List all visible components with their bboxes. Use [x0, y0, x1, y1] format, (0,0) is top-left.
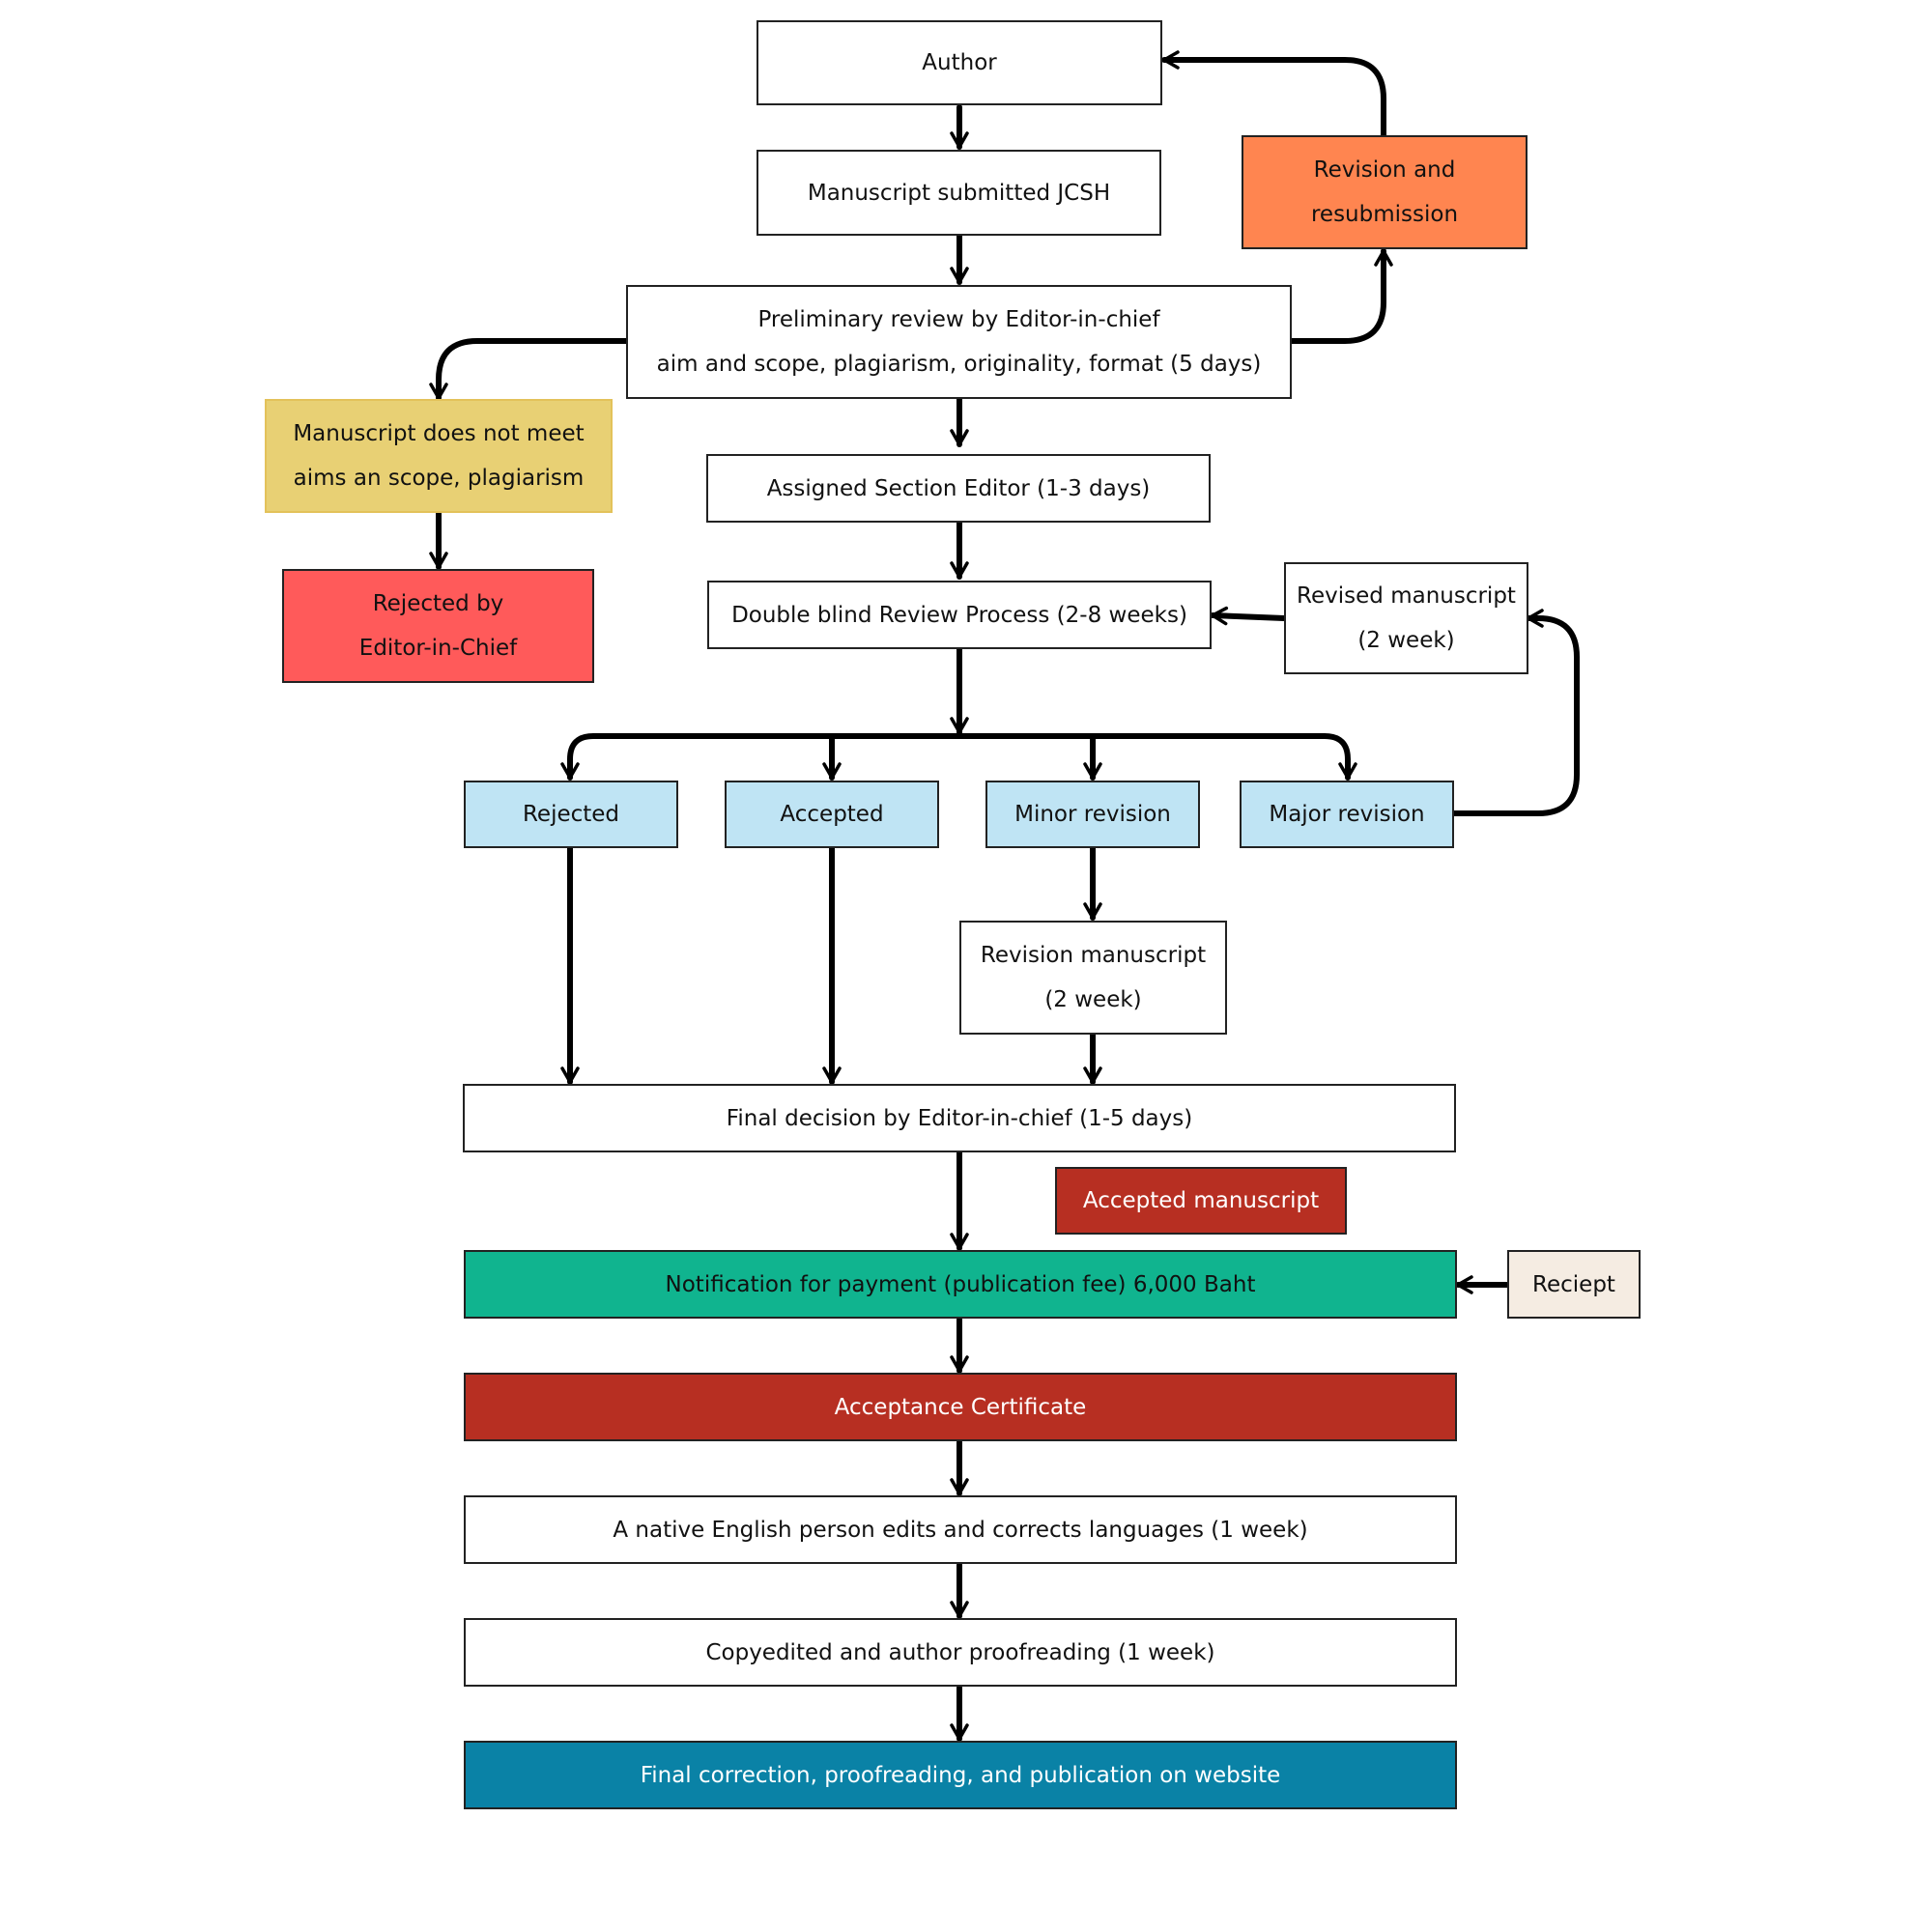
minor-revision-box: Minor revision: [985, 781, 1200, 848]
copyedited-proofreading-box: Copyedited and author proofreading (1 we…: [464, 1618, 1457, 1687]
rejected-by-editor-box: Rejected by Editor-in-Chief: [282, 569, 594, 683]
arrow-major-to-revised: [1451, 609, 1580, 816]
accepted-manuscript-box: Accepted manuscript: [1055, 1167, 1347, 1235]
arrow-preliminary-to-does-not-meet: [429, 338, 629, 401]
major-revision-box: Major revision: [1240, 781, 1454, 848]
revised-manuscript-box: Revised manuscript (2 week): [1284, 562, 1528, 674]
revision-resubmission-box: Revision and resubmission: [1242, 135, 1528, 249]
acceptance-certificate-box: Acceptance Certificate: [464, 1373, 1457, 1441]
revision-manuscript-box: Revision manuscript (2 week): [959, 921, 1227, 1035]
final-decision-box: Final decision by Editor-in-chief (1-5 d…: [463, 1084, 1456, 1152]
arrow-split-to-major: [956, 733, 1357, 781]
arrow-revised-to-double-blind: [1210, 606, 1287, 626]
manuscript-submitted-box: Manuscript submitted JCSH: [757, 150, 1161, 236]
native-english-edit-box: A native English person edits and correc…: [464, 1495, 1457, 1564]
arrow-resubmission-to-author: [1161, 50, 1386, 138]
preliminary-review-box: Preliminary review by Editor-in-chief ai…: [626, 285, 1292, 399]
notification-payment-box: Notification for payment (publication fe…: [464, 1250, 1457, 1319]
rejected-box: Rejected: [464, 781, 678, 848]
double-blind-review-box: Double blind Review Process (2-8 weeks): [707, 581, 1212, 649]
arrow-preliminary-to-resubmission: [1289, 248, 1393, 344]
final-publication-box: Final correction, proofreading, and publ…: [464, 1741, 1457, 1809]
receipt-box: Reciept: [1507, 1250, 1641, 1319]
assigned-section-editor-box: Assigned Section Editor (1-3 days): [706, 454, 1211, 523]
accepted-box: Accepted: [725, 781, 939, 848]
author-box: Author: [757, 20, 1162, 105]
does-not-meet-box: Manuscript does not meet aims an scope, …: [265, 399, 613, 513]
arrow-split-to-rejected: [560, 733, 962, 781]
